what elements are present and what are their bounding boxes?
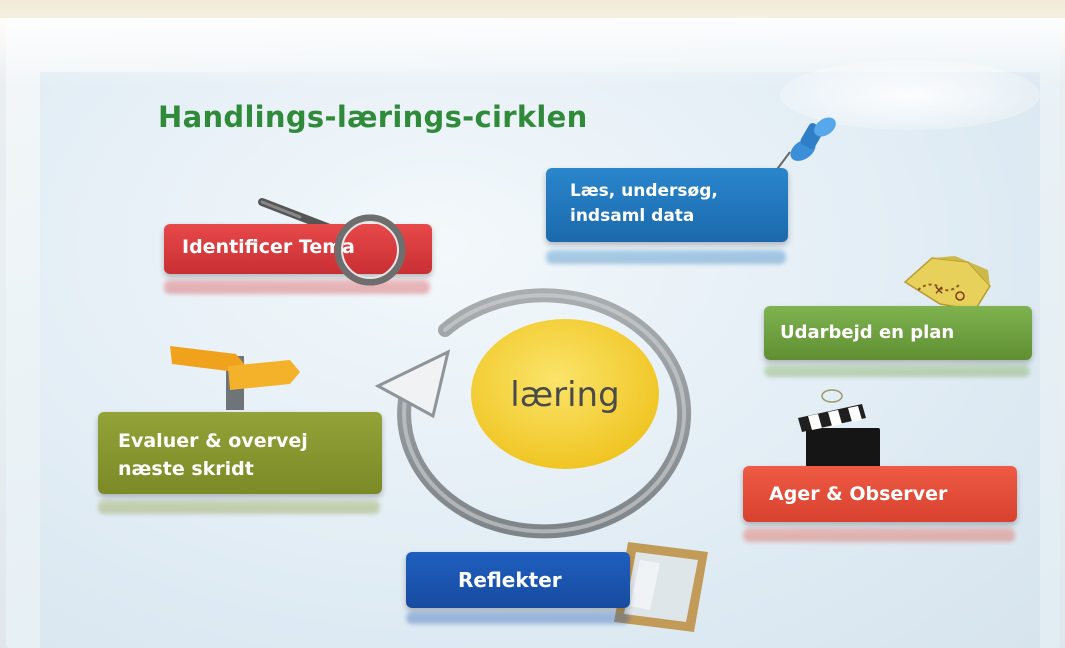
step-evaluate: Evaluer & overvej næste skridt — [98, 412, 382, 494]
cycle-arrowhead — [374, 349, 451, 419]
plan-box-reflection — [764, 365, 1030, 377]
cycle-arrow-inner-highlight — [402, 293, 687, 534]
step-identify-theme: Identificer Tema — [164, 224, 432, 274]
center-label: læring — [510, 375, 620, 415]
step-evaluate-label-line1: Evaluer & overvej — [118, 430, 308, 452]
signpost-icon — [170, 346, 300, 410]
clapperboard-icon — [798, 389, 880, 474]
svg-text:×: × — [934, 283, 944, 297]
step-identify-label: Identificer Tema — [182, 236, 355, 258]
center-circle — [471, 319, 659, 469]
act-box-reflection — [743, 528, 1015, 542]
step-evaluate-label-line2: næste skridt — [118, 458, 254, 480]
map-icon: × — [903, 256, 991, 311]
step-act-observe: Ager & Observer — [743, 466, 1017, 522]
step-reflect: Reflekter — [406, 552, 630, 608]
step-make-plan: Udarbejd en plan — [764, 306, 1032, 360]
step-read-label-line2: indsaml data — [570, 206, 695, 226]
step-read-label-line1: Læs, undersøg, — [570, 181, 718, 201]
step-act-label: Ager & Observer — [769, 483, 948, 505]
evaluate-box-reflection — [98, 500, 380, 514]
identify-box-reflection — [164, 280, 430, 294]
light-glare-right — [780, 60, 1040, 130]
read-box-reflection — [546, 250, 786, 264]
mirror-icon — [614, 542, 708, 632]
reflect-box-reflection — [406, 612, 630, 624]
pushpin-icon — [771, 117, 836, 177]
step-read-investigate: Læs, undersøg, indsaml data — [546, 168, 788, 242]
poster-title: Handlings-lærings-cirklen — [158, 100, 588, 134]
step-reflect-label: Reflekter — [458, 568, 562, 592]
step-plan-label: Udarbejd en plan — [780, 322, 955, 343]
